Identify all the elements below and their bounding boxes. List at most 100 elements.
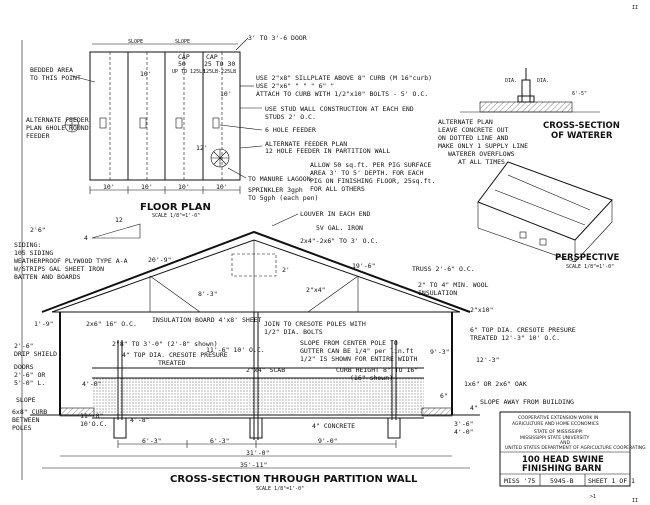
slope-right-label: SLOPE [175, 39, 190, 45]
floor-plan: SLOPE SLOPE BEDDED AREA TO THIS POINT CA… [26, 34, 435, 219]
waterer-title-1: CROSS-SECTION [543, 121, 620, 131]
curb-left-2: BETWEEN [12, 416, 39, 424]
tb-line-2: AGRICULTURE AND HOME ECONOMICS [512, 421, 599, 427]
feeder-4 [212, 117, 220, 129]
slope-left-label: SLOPE [128, 39, 143, 45]
dim-4-8: 4'-8" [130, 416, 150, 424]
waterer-note-6: AT ALL TIMES [458, 158, 505, 166]
waterer-note-2: LEAVE CONCRETE OUT [438, 126, 509, 134]
curb-label-1: CURB HEIGHT 8" TO 16" [336, 366, 418, 374]
dim-6: 6" [440, 392, 448, 400]
dim-10-a: 10' [140, 70, 152, 78]
bottom-mark: >1 [590, 494, 596, 500]
fp-dim-4: 10' [216, 183, 228, 191]
dim-19-6: 19'-6" [352, 262, 375, 270]
siding-plywood: WEATHERPROOF PLYWOOD TYPE A-A [14, 257, 128, 265]
bottom-right-mark: II [632, 498, 638, 504]
waterer-dia-1: DIA. [505, 78, 517, 84]
bedded-area-line-1: BEDDED AREA [30, 66, 73, 74]
tb-line-4: MISSISSIPPI STATE UNIVERSITY [520, 435, 589, 441]
alt-feeder-line-2: PLAN 6HOLE ROUND [26, 124, 89, 132]
drip-dim: 2'-6" [14, 342, 34, 350]
bottom-dim-3: 9'-0" [318, 437, 338, 445]
fp-note-1: USE 2"x8" SILLPLATE ABOVE 8" CURB (M 16"… [256, 74, 432, 82]
pitch-4: 4 [84, 234, 88, 242]
slope-label: SLOPE [16, 396, 36, 404]
top-dia-1: 6" TOP DIA. CRESOTE PRESURE [470, 326, 576, 334]
title-block-frame [499, 411, 631, 487]
cap-2-range: 125LB-225LB [203, 69, 236, 75]
slope-away-label: SLOPE AWAY FROM BUILDING [480, 398, 574, 406]
dim-1-9: 1'-9" [34, 320, 54, 328]
fp-note-9: TO MANURE LAGOON [248, 175, 311, 183]
tb-title-1: 100 HEAD SWINE [522, 455, 604, 465]
oak-label: 1x6" OR 2x6" OAK [464, 380, 527, 388]
fp-door-note: 3' TO 3'-6 DOOR [248, 34, 307, 42]
waterer-dia-2: DIA. [537, 78, 549, 84]
bottom-dim-2: 6'-3" [210, 437, 230, 445]
allow-note-4: FOR ALL OTHERS [310, 185, 365, 193]
drip-label: DRIP SHIELD [14, 350, 57, 358]
perspective-scale: SCALE 1/8"=1'-0" [566, 264, 614, 270]
studs-label: 2x6" 16" O.C. [86, 320, 137, 328]
dim-10-b: 10' [220, 90, 232, 98]
fp-dim-2: 10' [141, 183, 153, 191]
waterer-note-3: ON DOTTED LINE AND [438, 134, 509, 142]
cross-section-scale: SCALE 1/8"=1'-0" [256, 486, 304, 492]
dim-4: 4" [470, 404, 478, 412]
allow-note-1: ALLOW 50 sq.ft. PER PIG SURFACE [310, 161, 431, 169]
join-label-2: 1/2" DIA. BOLTS [264, 328, 323, 336]
louver-label: LOUVER IN EACH END [300, 210, 371, 218]
curb-label-2: (16" shown) [350, 374, 393, 382]
siding-dim: 2'6" [30, 226, 46, 234]
dim-11-6: 11'-6" 10' O.C. [206, 346, 265, 354]
fp-note-7: ALTERNATE FEEDER PLAN [265, 140, 347, 148]
cap-2-value: 25 TO 30 [204, 60, 235, 68]
waterer-note-1: ALTERNATE PLAN [438, 118, 493, 126]
curb-left-3: POLES [12, 424, 32, 432]
dim-4-0: 4'-0" [82, 380, 102, 388]
waterer-note-4: MAKE ONLY 1 SUPPLY LINE [438, 142, 528, 150]
allow-note-2: AREA 3' TO 5' DEPTH. FOR EACH [310, 169, 424, 177]
perspective-title: PERSPECTIVE [555, 253, 620, 263]
dim-8-3: 8'-3" [198, 290, 218, 298]
right-curb [421, 407, 453, 417]
alt-feeder-line-1: ALTERNATE FEEDER [26, 116, 89, 124]
alt-feeder-line-3: FEEDER [26, 132, 50, 140]
waterer-dim: 6'-5" [572, 91, 587, 97]
pole-label-1: 4" TOP DIA. CRESOTE PRESURE [122, 351, 228, 359]
cap-2-label: CAP [206, 53, 218, 61]
perspective-view: PERSPECTIVE SCALE 1/8"=1'-0" [477, 161, 620, 270]
dim-2: 2' [282, 266, 290, 274]
siding-strips: W/STRIPS GAL SHEET IRON [14, 265, 104, 273]
dim-4-0-b: 4'-0" [454, 428, 474, 436]
tb-line-3: STATE OF MISSISSIPPI [534, 429, 583, 435]
tb-code-2: 5945-B [550, 477, 574, 485]
tb-code-3: SHEET 1 OF 1 [588, 477, 635, 485]
siding-label: SIDING: [14, 241, 41, 249]
bottom-dim-1: 6'-3" [142, 437, 162, 445]
gal-iron-label: 5V GAL. IRON [316, 224, 363, 232]
dim-20-9: 20'-9" [148, 256, 171, 264]
dim-35: 35'-11" [240, 461, 267, 469]
fp-note-4: USE STUD WALL CONSTRUCTION AT EACH END [265, 105, 414, 113]
floor-plan-title: FLOOR PLAN [140, 202, 211, 213]
waterer-note-5: WATERER OVERFLOWS [448, 150, 515, 158]
insulation-label: INSULATION BOARD 4'x8' SHEET [152, 316, 262, 324]
fp-dim-1: 10' [103, 183, 115, 191]
concrete-label: 4" CONCRETE [312, 422, 355, 430]
doors-dim-2: 5'-0" L. [14, 379, 45, 387]
dim-12: 12' [196, 144, 208, 152]
cap-1-range: UP TO 125LB [172, 69, 205, 75]
join-label-1: JOIN TO CRESOTE POLES WITH [264, 320, 366, 328]
top-dia-2: TREATED 12'-3" 10' O.C. [470, 334, 560, 342]
dim-12-3: 12'-3" [476, 356, 499, 364]
fp-note-2: USE 2"x6" " " " 6" " [256, 82, 334, 90]
floor-fill [92, 378, 424, 418]
dim-11-0: 11'-0" [80, 412, 103, 420]
fp-note-5: STUDS 2' O.C. [265, 113, 316, 121]
feeder-2 [139, 117, 147, 129]
left-curb [59, 407, 95, 417]
louver [231, 253, 277, 277]
